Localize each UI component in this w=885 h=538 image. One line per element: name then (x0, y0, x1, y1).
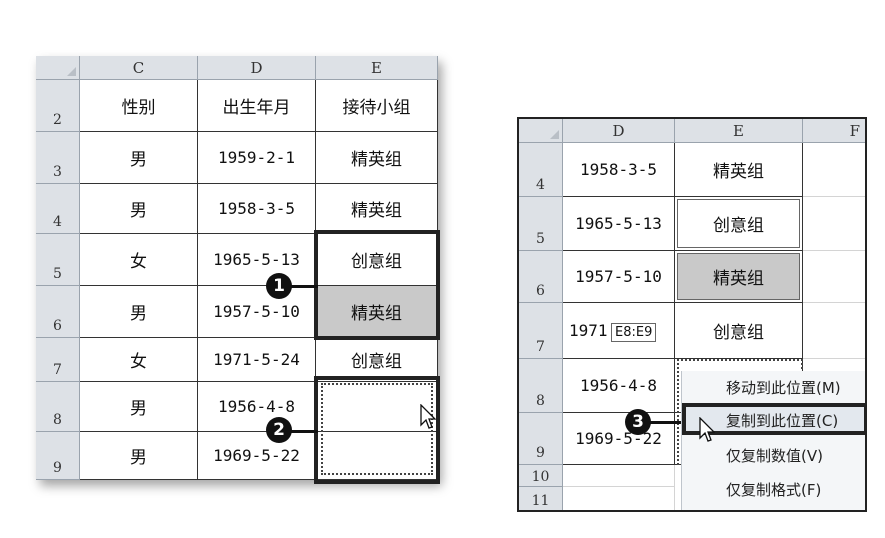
cell-d6[interactable]: 1957-5-10 (563, 251, 675, 303)
row-header-6[interactable]: 6 (519, 251, 563, 303)
row-header-7[interactable]: 7 (519, 303, 563, 359)
menu-item-move-here[interactable]: 移动到此位置(M) (726, 379, 841, 397)
column-header-d[interactable]: D (198, 56, 316, 80)
callout-3-leader (649, 421, 681, 424)
cell-f7[interactable] (803, 303, 865, 359)
select-all-icon[interactable] (519, 119, 563, 143)
column-header-e[interactable]: E (316, 56, 438, 80)
cell-e4[interactable]: 精英组 (675, 143, 803, 197)
row-header-4[interactable]: 4 (36, 184, 80, 234)
cell-f6[interactable] (803, 251, 865, 303)
arrow-cursor-icon (420, 404, 436, 429)
menu-item-copy-here[interactable]: 复制到此位置(C) (726, 412, 839, 430)
row-header-11[interactable]: 11 (519, 487, 563, 510)
cell-d8[interactable]: 1956-4-8 (563, 359, 675, 413)
cell-e6[interactable]: 精英组 (316, 286, 438, 338)
cell-c6[interactable]: 男 (80, 286, 198, 338)
cell-d4[interactable]: 1958-3-5 (563, 143, 675, 197)
cell-c4[interactable]: 男 (80, 184, 198, 234)
select-all-icon[interactable] (36, 56, 80, 80)
column-header-e[interactable]: E (675, 119, 803, 143)
row-header-5[interactable]: 5 (519, 197, 563, 251)
cell-d5[interactable]: 1965-5-13 (198, 234, 316, 286)
row-header-7[interactable]: 7 (36, 338, 80, 382)
cell-d10[interactable] (563, 465, 675, 487)
cell-d2[interactable]: 出生年月 (198, 80, 316, 132)
cell-c5[interactable]: 女 (80, 234, 198, 286)
cell-d6[interactable]: 1957-5-10 (198, 286, 316, 338)
callout-2-badge: 2 (266, 417, 292, 443)
row-header-9[interactable]: 9 (519, 413, 563, 465)
cell-e9[interactable] (316, 432, 438, 480)
cell-c9[interactable]: 男 (80, 432, 198, 480)
row-header-9[interactable]: 9 (36, 432, 80, 480)
callout-1-badge: 1 (266, 273, 292, 299)
callout-3-badge: 3 (625, 409, 651, 435)
cell-e2[interactable]: 接待小组 (316, 80, 438, 132)
arrow-cursor-icon (699, 417, 715, 442)
menu-item-copy-formats-only[interactable]: 仅复制格式(F) (726, 481, 822, 499)
column-header-f[interactable]: F (803, 119, 865, 143)
cell-e7[interactable]: 创意组 (316, 338, 438, 382)
cell-c8[interactable]: 男 (80, 382, 198, 432)
cell-e3[interactable]: 精英组 (316, 132, 438, 184)
cell-f5[interactable] (803, 197, 865, 251)
cell-e5[interactable]: 创意组 (316, 234, 438, 286)
cell-d7[interactable]: 1971-5-24 (198, 338, 316, 382)
cell-c3[interactable]: 男 (80, 132, 198, 184)
row-header-2[interactable]: 2 (36, 80, 80, 132)
cell-d5[interactable]: 1965-5-13 (563, 197, 675, 251)
cell-e8[interactable] (316, 382, 438, 432)
row-header-3[interactable]: 3 (36, 132, 80, 184)
cell-d3[interactable]: 1959-2-1 (198, 132, 316, 184)
row-header-5[interactable]: 5 (36, 234, 80, 286)
callout-2-leader (288, 430, 318, 433)
right-spreadsheet: D E F 4 1958-3-5 精英组 5 1965-5-13 创意组 6 1… (517, 117, 867, 512)
cell-e4[interactable]: 精英组 (316, 184, 438, 234)
cell-d9[interactable]: 1969-5-22 (198, 432, 316, 480)
cell-e6[interactable]: 精英组 (675, 251, 803, 303)
callout-1-leader (288, 285, 318, 288)
row-header-8[interactable]: 8 (36, 382, 80, 432)
column-header-d[interactable]: D (563, 119, 675, 143)
row-header-10[interactable]: 10 (519, 465, 563, 487)
cell-e5[interactable]: 创意组 (675, 197, 803, 251)
row-header-8[interactable]: 8 (519, 359, 563, 413)
cell-f4[interactable] (803, 143, 865, 197)
column-header-c[interactable]: C (80, 56, 198, 80)
left-spreadsheet: C D E 2 性别 出生年月 接待小组 3 男 1959-2-1 精英组 4 … (36, 56, 440, 484)
row-header-4[interactable]: 4 (519, 143, 563, 197)
range-tooltip: E8:E9 (611, 323, 657, 342)
context-menu: 移动到此位置(M) 复制到此位置(C) 仅复制数值(V) 仅复制格式(F) (681, 371, 865, 510)
cell-d8[interactable]: 1956-4-8 (198, 382, 316, 432)
cell-d7-text: 1971 (569, 321, 608, 340)
cell-c2[interactable]: 性别 (80, 80, 198, 132)
row-header-6[interactable]: 6 (36, 286, 80, 338)
cell-d11[interactable] (563, 487, 675, 510)
cell-c7[interactable]: 女 (80, 338, 198, 382)
cell-e7[interactable]: 创意组 (675, 303, 803, 359)
menu-item-copy-values-only[interactable]: 仅复制数值(V) (726, 447, 823, 465)
cell-d4[interactable]: 1958-3-5 (198, 184, 316, 234)
